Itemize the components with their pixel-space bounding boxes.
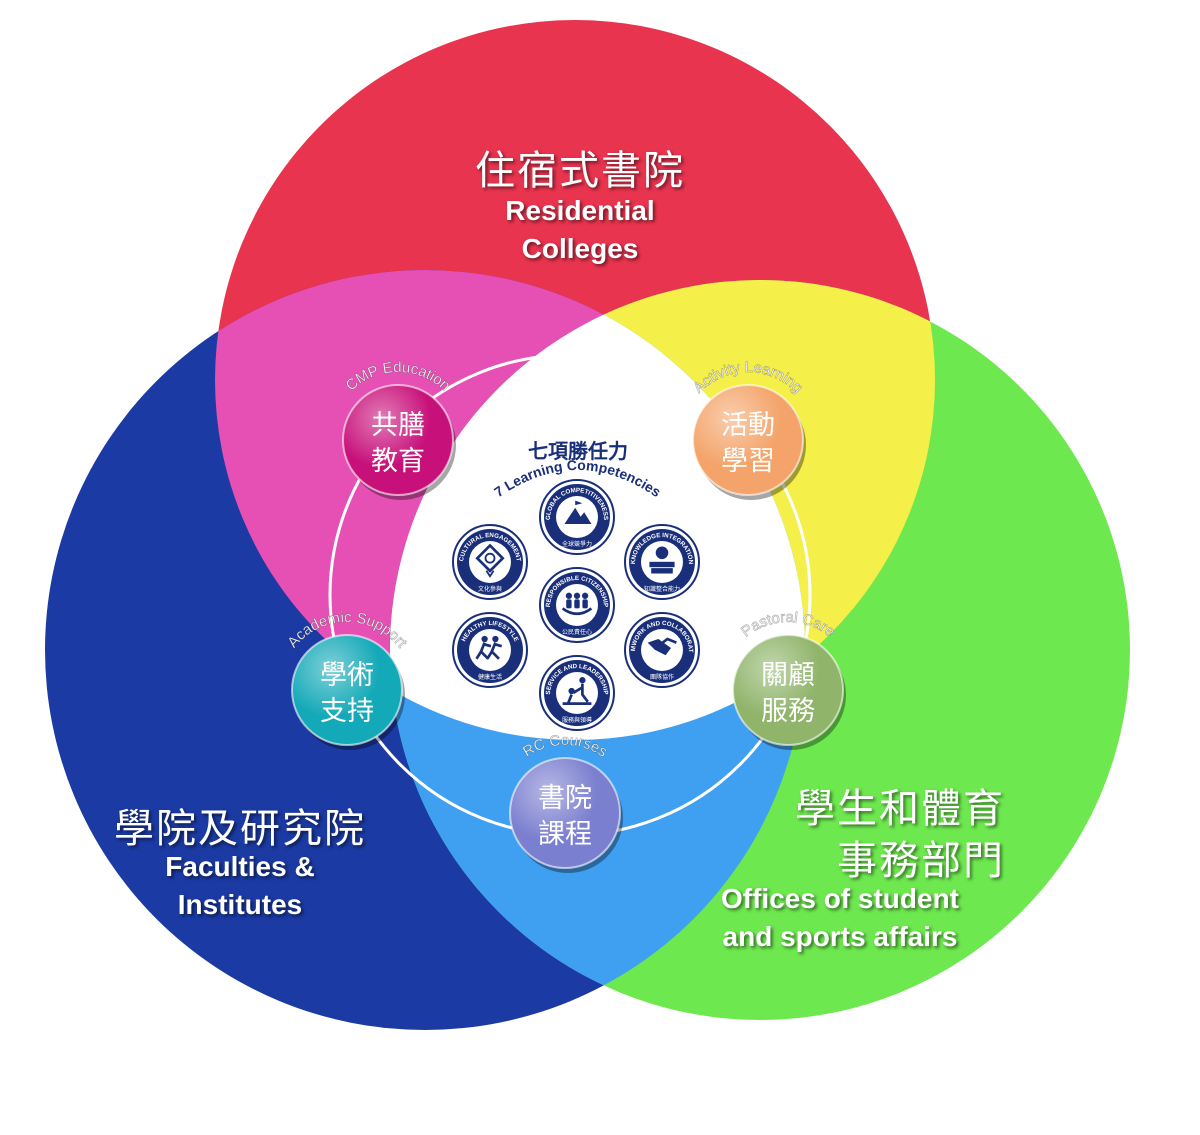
badge-cn-label: 團隊協作: [650, 673, 674, 681]
colleges-title-en-2: Colleges: [521, 233, 639, 264]
node-label-line1: 活動: [721, 410, 775, 441]
node-label-line1: 學術: [320, 660, 374, 691]
faculties-title-cn: 學院及研究院: [114, 806, 366, 852]
people-hands-icon: [561, 592, 593, 616]
books-bulb-icon: [649, 546, 675, 574]
node-label-line2: 學習: [721, 446, 775, 477]
node-label-line1: 共膳: [371, 410, 425, 441]
node-label-line1: 書院: [538, 783, 592, 814]
colleges-title-cn: 住宿式書院: [475, 148, 685, 194]
helping-climb-icon: [562, 677, 592, 705]
offices-title-en-2: and sports affairs: [722, 921, 958, 952]
node-label-line2: 服務: [761, 696, 815, 727]
badge-cn-label: 健康生活: [478, 673, 502, 681]
runners-icon: [475, 635, 503, 660]
node-label-line2: 教育: [371, 446, 425, 477]
badge-cn-label: 知識整合能力: [644, 585, 680, 593]
offices-title-cn-1: 學生和體育: [795, 786, 1005, 832]
center-title-cn: 七項勝任力: [528, 439, 628, 463]
badge-cn-label: 公民責任心: [562, 628, 592, 636]
endless-knot-icon: [475, 543, 505, 578]
mountain-flag-icon: [564, 500, 592, 524]
faculties-title-en-2: Institutes: [177, 889, 303, 920]
faculties-title-en-1: Faculties &: [165, 851, 315, 882]
node-label-line1: 關顧: [761, 660, 815, 691]
offices-title-en-1: Offices of student: [720, 883, 959, 914]
colleges-title-en-1: Residential: [505, 195, 655, 226]
badge-cn-label: 文化參與: [478, 585, 502, 593]
node-label-line2: 課程: [538, 819, 592, 850]
badge-cn-label: 全球競爭力: [562, 540, 592, 548]
offices-title-cn-2: 事務部門: [837, 838, 1005, 884]
node-label-line2: 支持: [320, 696, 374, 727]
badge-teamwork: TEAMWORK AND COLLABORATION團隊協作: [624, 612, 700, 688]
badge-cn-label: 服務與領導: [562, 716, 592, 724]
handshake-icon: [647, 637, 677, 656]
